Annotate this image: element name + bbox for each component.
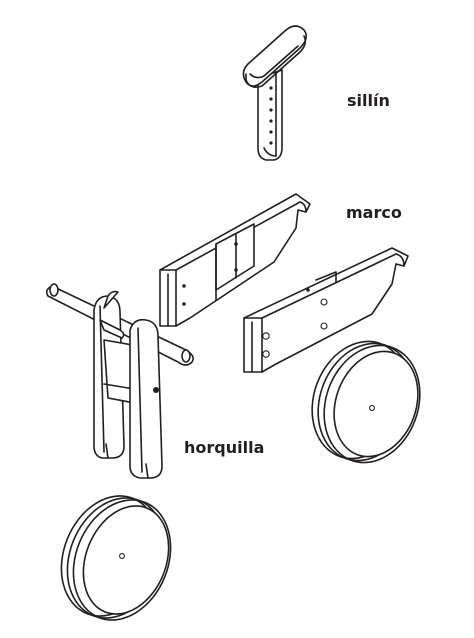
seat-label: sillín <box>347 91 390 110</box>
frame-lower-plate <box>243 247 409 373</box>
rear-wheel <box>311 340 421 464</box>
seat-part <box>242 25 308 161</box>
frame-upper-plate <box>159 193 311 327</box>
fork-label: horquilla <box>184 438 264 457</box>
frame-label: marco <box>346 203 402 222</box>
fork-part <box>45 283 194 479</box>
seat-post-holes <box>269 86 273 145</box>
front-wheel <box>60 495 172 621</box>
